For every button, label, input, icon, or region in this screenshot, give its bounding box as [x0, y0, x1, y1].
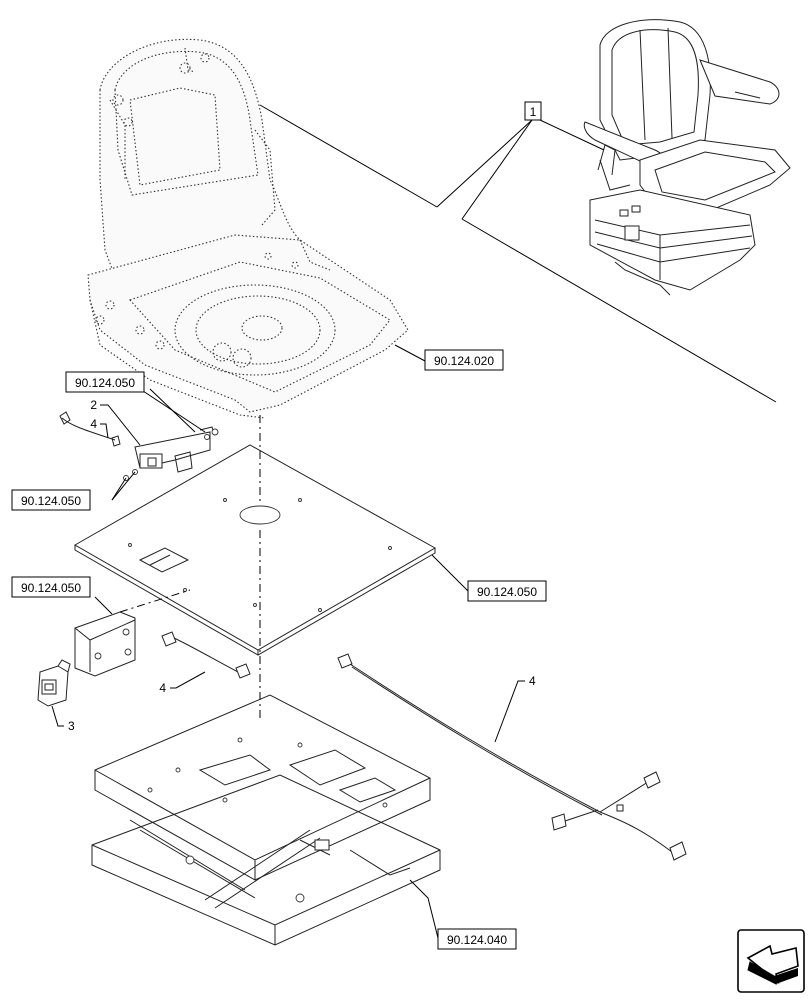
callout-1-box[interactable]: 1	[524, 101, 542, 121]
small-harness	[161, 631, 251, 679]
callout-4-right-leader	[494, 680, 525, 743]
svg-text:90.124.050: 90.124.050	[21, 581, 81, 595]
item-1-leader-b	[461, 119, 533, 220]
leader-bracket-bottom-b	[111, 477, 127, 501]
callout-2-leader	[100, 404, 141, 446]
svg-text:90.124.050: 90.124.050	[477, 585, 537, 599]
mounting-plate	[73, 444, 437, 656]
callout-4-top-leader	[100, 423, 109, 439]
centerline-switch	[119, 589, 191, 613]
svg-text:90.124.040: 90.124.040	[447, 933, 507, 947]
switch-bracket-assembly	[59, 411, 219, 481]
callout-4-mid: 4	[159, 681, 166, 695]
complete-seat-illustration	[583, 19, 791, 296]
callout-4-right: 4	[529, 674, 536, 688]
long-harness	[337, 653, 687, 861]
callout-2: 2	[90, 398, 97, 412]
ref-box-switch-bracket-top[interactable]: 90.124.050	[65, 371, 145, 393]
seat-break-line-1	[259, 104, 438, 208]
switch-cover-assembly	[37, 611, 136, 707]
ref-box-switch-bracket-bottom[interactable]: 90.124.050	[11, 489, 91, 511]
leader-plate	[431, 554, 469, 592]
svg-text:90.124.050: 90.124.050	[75, 376, 135, 390]
item-1-leader-a	[436, 119, 533, 208]
callout-3: 3	[68, 719, 75, 733]
leader-seat-cushion	[394, 344, 426, 362]
ref-box-plate[interactable]: 90.124.050	[467, 580, 547, 602]
leader-bracket-bottom-a	[111, 471, 136, 501]
seat-break-line-2	[461, 218, 777, 403]
callout-4-mid-leader	[170, 671, 206, 689]
ref-box-seat-cushion[interactable]: 90.124.020	[424, 349, 504, 371]
ref-box-suspension[interactable]: 90.124.040	[437, 928, 517, 950]
svg-text:1: 1	[530, 105, 537, 119]
seat-shell-drawing	[87, 38, 409, 419]
ref-box-bracket-left[interactable]: 90.124.050	[11, 576, 91, 598]
leader-bracket-left	[94, 596, 113, 615]
leader-suspension	[409, 879, 439, 939]
item-1-leader-c	[539, 119, 605, 151]
back-arrow-icon[interactable]	[737, 929, 805, 993]
leader-bracket-top-b	[139, 388, 206, 433]
callout-4-top: 4	[90, 417, 97, 431]
svg-text:90.124.050: 90.124.050	[21, 494, 81, 508]
callout-3-leader	[51, 705, 64, 727]
suspension-assembly	[91, 694, 441, 946]
svg-text:90.124.020: 90.124.020	[434, 354, 494, 368]
